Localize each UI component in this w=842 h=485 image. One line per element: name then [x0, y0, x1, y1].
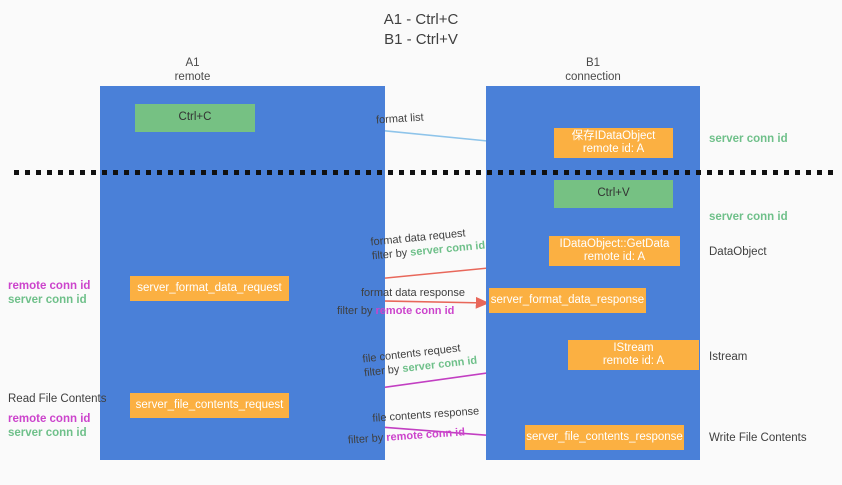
edge-label-format-list: format list [376, 111, 424, 128]
title-line-2: B1 - Ctrl+V [384, 31, 458, 48]
edge-label-format-data-response: format data response filter by remote co… [337, 286, 465, 318]
edge-label-format-data-response-filter: filter by remote conn id [337, 304, 465, 318]
node-server-format-data-response-label: server_format_data_response [490, 293, 645, 306]
node-istream[interactable]: IStream remote id: A [568, 340, 699, 370]
node-server-file-contents-response-label: server_file_contents_response [526, 430, 683, 443]
annotation-remote-conn-id-mid: remote conn id [8, 280, 91, 292]
node-ctrl-c-label: Ctrl+C [178, 111, 212, 124]
annotation-remote-conn-id-bottom: remote conn id [8, 413, 91, 425]
filter-prefix: filter by [371, 246, 411, 263]
node-idataobject-getdata[interactable]: IDataObject::GetData remote id: A [549, 236, 680, 266]
annotation-server-conn-id-top: server conn id [709, 133, 788, 145]
annotation-read-file-contents: Read File Contents [8, 393, 107, 405]
column-header-a1-role: remote [174, 71, 211, 83]
column-header-a1-name: A1 [185, 57, 200, 69]
node-server-file-contents-response[interactable]: server_file_contents_response [525, 425, 684, 450]
annotation-server-conn-id-mid: server conn id [709, 211, 788, 223]
column-header-b1-role: connection [565, 71, 621, 83]
filter-prefix: filter by [347, 431, 387, 447]
column-header-b1-name: B1 [585, 57, 601, 69]
node-istream-line2: remote id: A [602, 355, 665, 367]
node-save-idataobject-line1: 保存IDataObject [571, 129, 656, 142]
diagram-title: A1 - Ctrl+C B1 - Ctrl+V [0, 10, 842, 50]
node-server-format-data-request-label: server_format_data_request [137, 281, 282, 294]
node-save-idataobject-line2: remote id: A [582, 143, 645, 155]
filter-prefix: filter by [337, 305, 376, 317]
filter-key-remote-conn-id: remote conn id [375, 305, 455, 317]
phase-separator-dashed-line [14, 170, 834, 175]
node-server-file-contents-request-label: server_file_contents_request [135, 398, 284, 411]
edge-label-format-data-response-title: format data response [361, 287, 465, 299]
node-idataobject-getdata-line1: IDataObject::GetData [559, 237, 670, 250]
annotation-server-conn-id-left-mid: server conn id [8, 294, 87, 306]
node-istream-line1: IStream [613, 341, 654, 354]
annotation-server-conn-id-left-bottom: server conn id [8, 427, 87, 439]
annotation-write-file-contents: Write File Contents [709, 432, 807, 444]
node-save-idataobject[interactable]: 保存IDataObject remote id: A [554, 128, 673, 158]
edge-label-format-list-text: format list [375, 111, 425, 127]
column-header-b1: B1 connection [486, 56, 700, 84]
annotation-istream: Istream [709, 351, 748, 363]
node-server-file-contents-request[interactable]: server_file_contents_request [130, 393, 289, 418]
node-ctrl-v[interactable]: Ctrl+V [554, 180, 673, 208]
column-header-a1: A1 remote [100, 56, 285, 84]
node-ctrl-v-label: Ctrl+V [597, 187, 630, 200]
title-line-1: A1 - Ctrl+C [383, 11, 459, 28]
annotation-dataobject: DataObject [709, 246, 767, 258]
node-idataobject-getdata-line2: remote id: A [583, 251, 646, 263]
node-server-format-data-response[interactable]: server_format_data_response [489, 288, 646, 313]
node-server-format-data-request[interactable]: server_format_data_request [130, 276, 289, 301]
node-ctrl-c[interactable]: Ctrl+C [135, 104, 255, 132]
